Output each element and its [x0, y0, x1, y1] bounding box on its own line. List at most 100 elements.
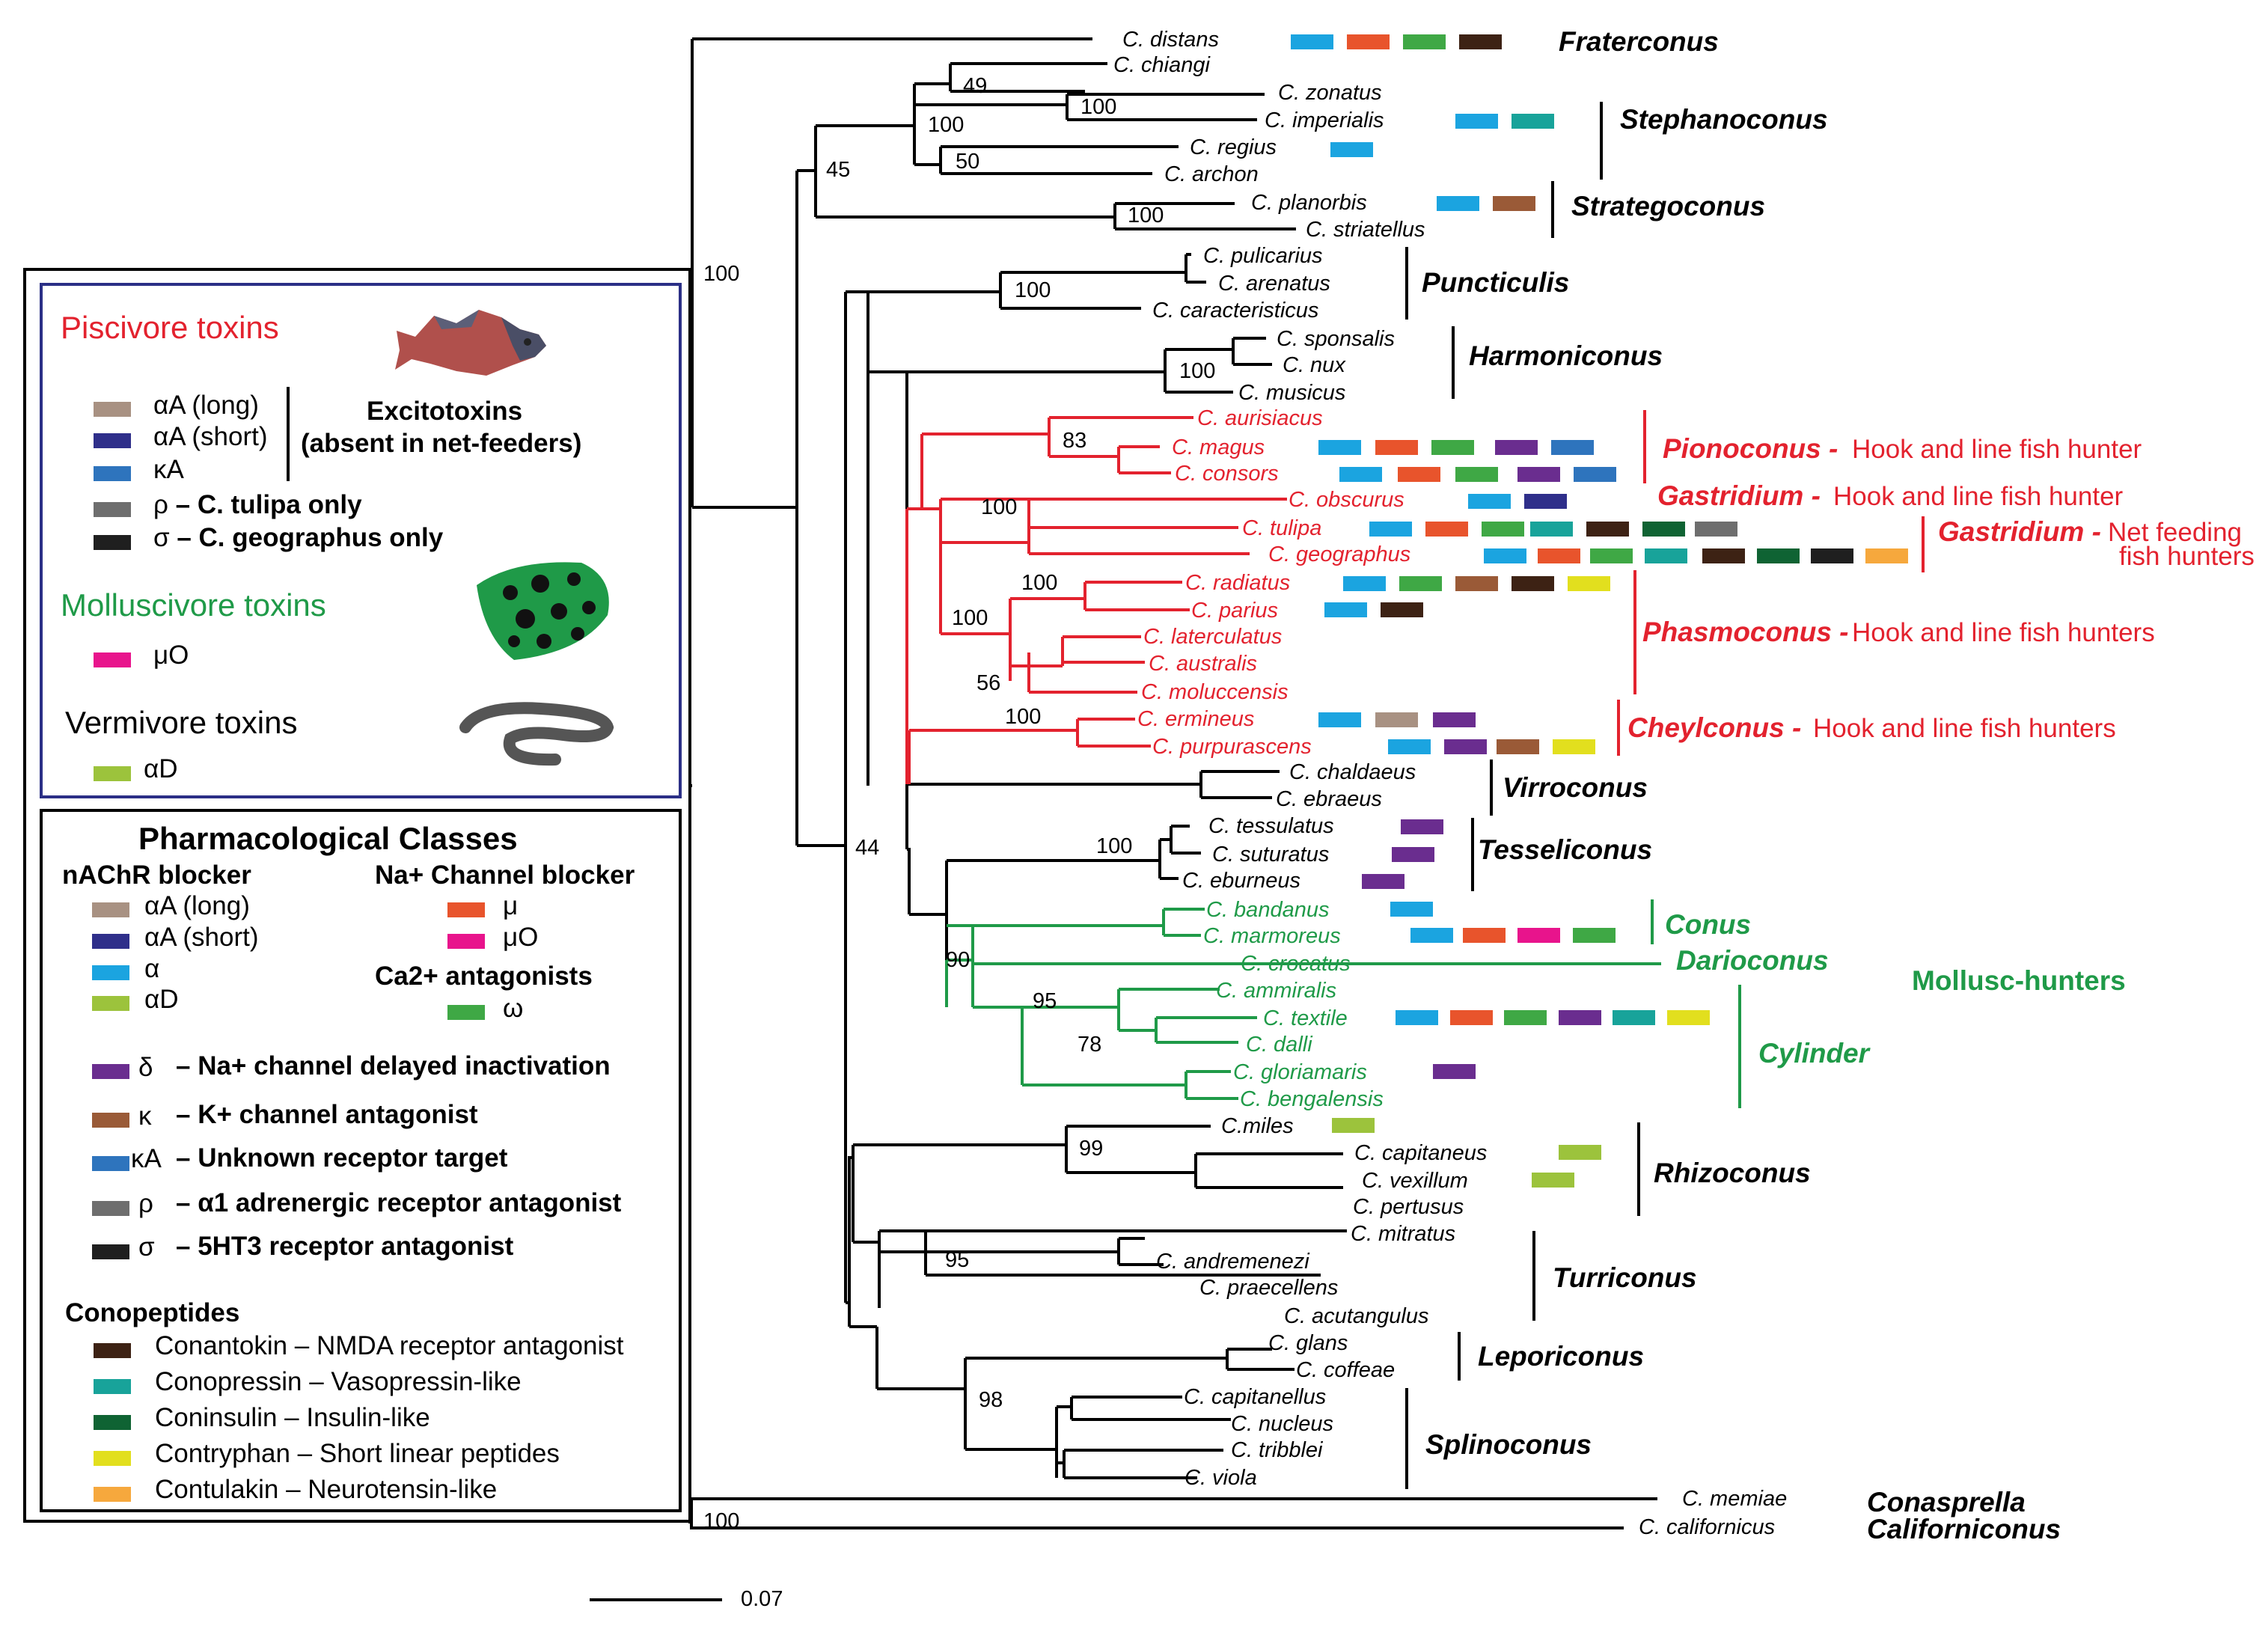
clade-label: Leporiconus [1478, 1341, 1644, 1372]
toxin-bar [1613, 1010, 1655, 1025]
taxon-label: C. capitaneus [1354, 1141, 1487, 1165]
toxin-bar [1431, 440, 1474, 455]
bootstrap-value: 100 [1080, 95, 1116, 119]
taxon-label: C. magus [1172, 435, 1265, 459]
taxon-label: C. archon [1164, 162, 1259, 186]
legend-label: σ – C. geographus only [153, 523, 443, 553]
toxin-bar [1450, 1010, 1493, 1025]
legend-label: αA (long) [153, 391, 259, 420]
toxin-bar [1339, 467, 1382, 482]
toxin-bar [1437, 196, 1479, 211]
clade-label: Gastridium - [1657, 480, 1821, 511]
taxon-label: C. coffeae [1296, 1358, 1395, 1382]
toxin-bar [1482, 522, 1524, 537]
taxon-label: C. planorbis [1251, 191, 1367, 215]
swatch-muO [94, 652, 131, 667]
legend-label: α [144, 954, 160, 983]
bootstrap-value: 100 [981, 495, 1017, 519]
taxon-label: C. mitratus [1351, 1222, 1455, 1246]
clade-description: Hook and line fish hunters [1852, 618, 2155, 647]
taxon-label: C. vexillum [1362, 1169, 1468, 1193]
legend-label: αA (short) [153, 422, 268, 451]
toxin-bar [1493, 196, 1535, 211]
vermivore-toxins-title: Vermivore toxins [65, 705, 298, 740]
toxin-bar [1553, 739, 1595, 754]
clade-label: Tesseliconus [1478, 834, 1652, 865]
taxon-label: C. laterculatus [1143, 625, 1282, 649]
toxin-bar [1757, 548, 1800, 563]
clade-label: Fraterconus [1559, 26, 1719, 57]
taxon-label: C. ebraeus [1276, 787, 1382, 811]
legend-label: δ [138, 1053, 153, 1082]
taxon-label: C. californicus [1639, 1515, 1775, 1539]
swatch-contulakin [94, 1487, 131, 1502]
legend-label: αA (long) [144, 891, 250, 920]
toxin-bar [1390, 902, 1433, 917]
clade-label: Phasmoconus - [1642, 617, 1849, 647]
toxin-bar [1645, 548, 1687, 563]
taxon-label: C.miles [1221, 1114, 1294, 1138]
clade-label: Strategoconus [1571, 191, 1765, 221]
tree-branches-red [905, 416, 1287, 784]
toxin-bar [1381, 602, 1423, 617]
taxon-label: C. tulipa [1242, 516, 1321, 540]
legend-outer-frame [23, 268, 691, 1523]
toxin-bar [1388, 739, 1431, 754]
toxin-bar [1590, 548, 1633, 563]
toxin-bar [1403, 34, 1446, 49]
swatch-conopressin [94, 1379, 131, 1394]
taxon-label: C. parius [1191, 599, 1278, 623]
taxon-label: C. pertusus [1353, 1195, 1464, 1219]
swatch-mu [447, 902, 485, 917]
taxon-label: C. distans [1122, 28, 1219, 52]
bootstrap-value: 44 [855, 836, 879, 860]
toxin-bar [1332, 1118, 1375, 1133]
taxon-label: C. radiatus [1185, 571, 1290, 595]
bootstrap-value: 100 [928, 113, 964, 137]
bootstrap-value: 100 [1015, 278, 1051, 302]
legend-label: αD [144, 985, 179, 1014]
taxon-label: C. suturatus [1212, 843, 1329, 867]
pharm-title: Pharmacological Classes [138, 821, 518, 856]
toxin-bar [1347, 34, 1390, 49]
swatch-kappa [92, 1113, 129, 1128]
tree-branches-black [688, 37, 1657, 1529]
rho-symbol: ρ [153, 490, 168, 519]
taxon-label: C. textile [1263, 1006, 1348, 1030]
toxin-bar [1362, 874, 1404, 889]
bootstrap-value: 100 [1021, 571, 1057, 595]
toxin-bar [1330, 142, 1373, 157]
swatch-coninsulin [94, 1415, 131, 1430]
toxin-bar [1538, 548, 1580, 563]
taxon-label: C. praecellens [1199, 1276, 1338, 1300]
swatch-kA [94, 466, 131, 481]
taxon-label: C. ammiralis [1216, 979, 1336, 1003]
taxon-label: C. ermineus [1137, 707, 1254, 731]
legend-label: Coninsulin – Insulin-like [155, 1403, 430, 1432]
taxon-label: C. purpurascens [1152, 735, 1312, 759]
clade-label: Darioconus [1676, 945, 1829, 976]
toxin-bar [1559, 1010, 1601, 1025]
taxon-label: C. tribblei [1231, 1438, 1324, 1462]
bootstrap-value: 90 [946, 948, 970, 972]
clade-label: Rhizoconus [1654, 1158, 1811, 1188]
toxin-bar [1568, 576, 1610, 591]
toxin-bar [1497, 739, 1539, 754]
taxon-label: C. pulicarius [1203, 244, 1323, 268]
swatch-sigma [94, 535, 131, 550]
legend-label: ρ [138, 1189, 153, 1218]
swatch-kA [92, 1156, 129, 1171]
toxin-bar [1642, 522, 1685, 537]
toxin-bar [1455, 576, 1498, 591]
toxin-bar [1484, 548, 1526, 563]
fish-illustration [395, 310, 546, 376]
conopeptides-title: Conopeptides [65, 1298, 240, 1327]
clade-label: Stephanoconus [1620, 104, 1828, 135]
bootstrap-value: 56 [976, 671, 1000, 695]
taxon-label: C. memiae [1682, 1487, 1787, 1511]
excitotoxins-label: Excitotoxins [367, 397, 523, 426]
sigma-symbol: σ [153, 523, 170, 552]
taxon-label: C. capitanellus [1184, 1385, 1326, 1409]
legend-label: κA [153, 455, 184, 484]
toxin-bar [1524, 494, 1567, 509]
